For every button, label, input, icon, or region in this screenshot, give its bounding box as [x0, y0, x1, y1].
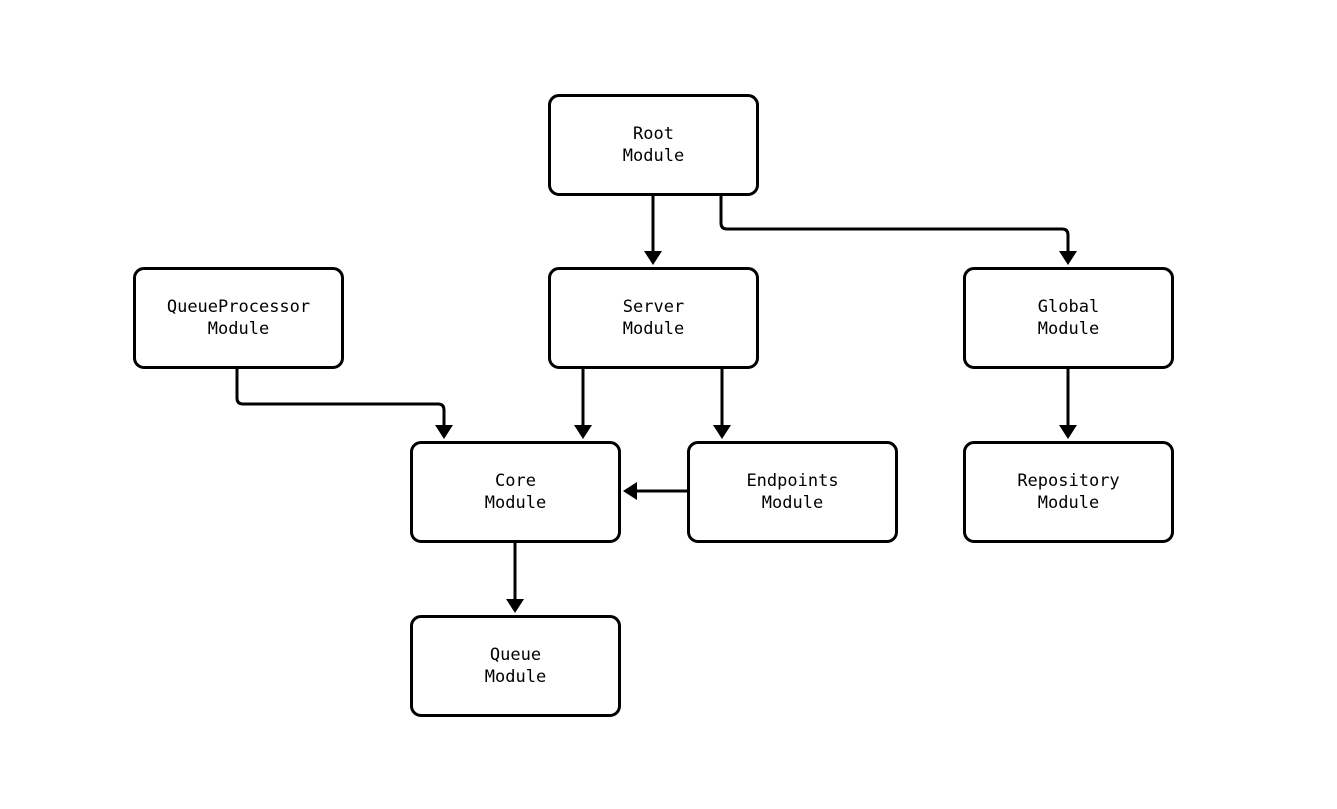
node-queueprocessor-module-line2: Module: [207, 319, 270, 339]
arrowhead-server-to-endpoints: [713, 425, 731, 439]
arrowhead-endpoints-to-core: [623, 482, 637, 500]
node-global-module-line2: Module: [1037, 319, 1100, 339]
node-queueprocessor-module[interactable]: QueueProcessor Module: [133, 267, 344, 369]
node-core-module-line2: Module: [484, 493, 547, 513]
node-root-module-line1: Root: [633, 124, 674, 144]
node-endpoints-module-line2: Module: [761, 493, 824, 513]
arrowhead-root-to-server: [644, 251, 662, 265]
node-queue-module[interactable]: Queue Module: [410, 615, 621, 717]
node-endpoints-module-line1: Endpoints: [746, 471, 839, 491]
node-global-module-line1: Global: [1037, 297, 1100, 317]
node-repository-module-line1: Repository: [1017, 471, 1120, 491]
node-root-module[interactable]: Root Module: [548, 94, 759, 196]
arrowhead-core-to-queue: [506, 599, 524, 613]
arrowhead-root-to-global: [1059, 251, 1077, 265]
node-repository-module-line2: Module: [1037, 493, 1100, 513]
node-repository-module[interactable]: Repository Module: [963, 441, 1174, 543]
node-root-module-line2: Module: [622, 146, 685, 166]
node-queueprocessor-module-line1: QueueProcessor: [166, 297, 311, 317]
node-endpoints-module[interactable]: Endpoints Module: [687, 441, 898, 543]
node-server-module-line2: Module: [622, 319, 685, 339]
arrowhead-server-to-core: [574, 425, 592, 439]
node-global-module[interactable]: Global Module: [963, 267, 1174, 369]
edge-root-to-global: [719, 196, 1070, 252]
node-queue-module-line1: Queue: [489, 645, 542, 665]
arrowhead-queueprocessor-to-core: [435, 425, 453, 439]
arrowhead-global-to-repository: [1059, 425, 1077, 439]
node-server-module-line1: Server: [622, 297, 685, 317]
edge-queueprocessor-to-core: [235, 369, 446, 426]
node-core-module-line1: Core: [495, 471, 536, 491]
node-core-module[interactable]: Core Module: [410, 441, 621, 543]
node-queue-module-line2: Module: [484, 667, 547, 687]
node-server-module[interactable]: Server Module: [548, 267, 759, 369]
